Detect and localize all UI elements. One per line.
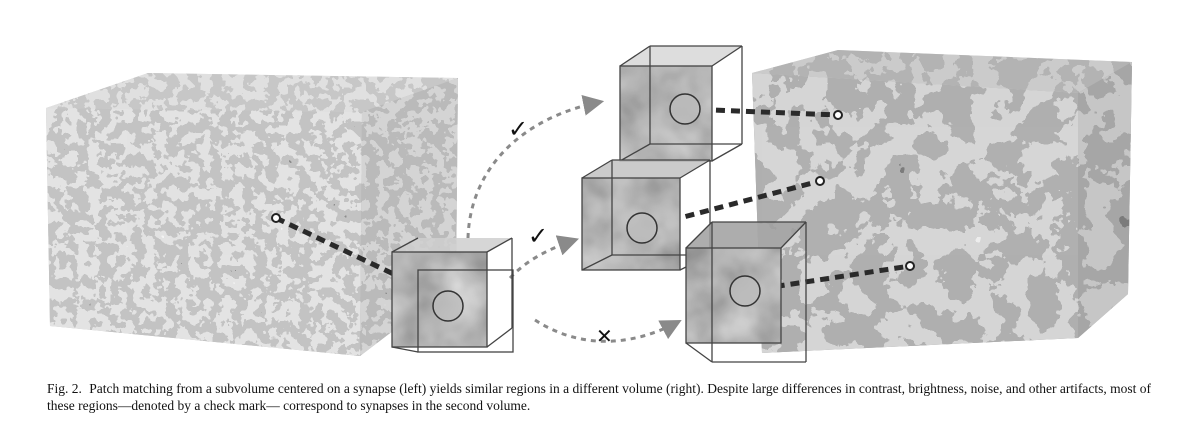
query-patch-cube [391, 237, 514, 353]
cross-mark: ✕ [596, 324, 613, 348]
figure-illustration: ✓ ✓ ✕ [46, 45, 1132, 363]
arrow-to-patch-3 [534, 318, 682, 343]
check-mark-1: ✓ [508, 115, 528, 143]
match-patch-cube-3 [685, 221, 807, 363]
arrow-to-patch-1 [466, 95, 605, 239]
left-volume-front-face [46, 108, 362, 356]
endpoint-rings [271, 110, 915, 271]
figure-caption: Fig. 2. Patch matching from a subvolume … [47, 380, 1157, 414]
figure-label: Fig. 2. [47, 381, 82, 396]
match-patch-cube-1 [619, 45, 743, 162]
right-match-marker-2 [815, 176, 825, 186]
arrow-to-patch-2 [508, 235, 579, 280]
check-mark-2: ✓ [528, 222, 548, 250]
connector-patch1-to-right [685, 106, 839, 118]
connector-patch3-to-right [745, 263, 911, 294]
right-volume [752, 50, 1132, 353]
left-synapse-marker [271, 213, 281, 223]
right-match-marker-1 [833, 110, 843, 120]
right-match-marker-3 [905, 261, 915, 271]
match-arrows [466, 95, 682, 343]
caption-text: Patch matching from a subvolume centered… [47, 381, 1151, 413]
match-patch-cube-2 [581, 159, 711, 271]
